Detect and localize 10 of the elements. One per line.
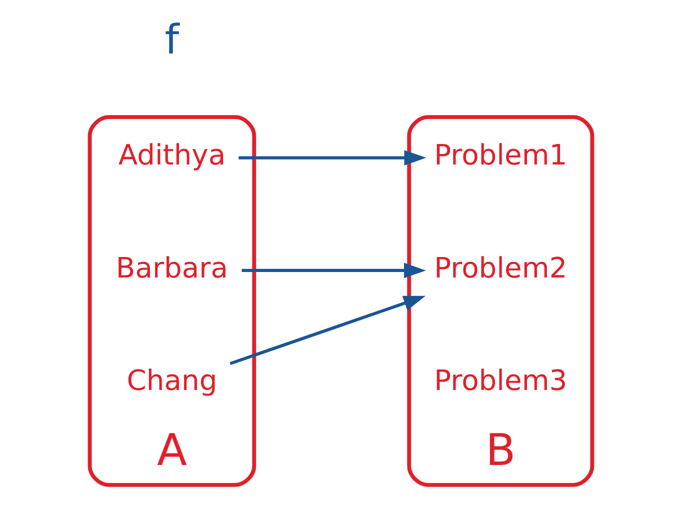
node-text: Problem3 <box>434 364 568 398</box>
arrow <box>242 262 426 278</box>
node-text: Problem2 <box>434 251 568 284</box>
arrow <box>230 296 426 366</box>
node-text: Chang <box>126 364 218 398</box>
node-text: Adithya <box>118 138 226 172</box>
label: f <box>164 15 180 64</box>
arrow <box>238 150 426 166</box>
node-text: Problem1 <box>434 138 568 172</box>
node-text: Barbara <box>116 251 228 284</box>
